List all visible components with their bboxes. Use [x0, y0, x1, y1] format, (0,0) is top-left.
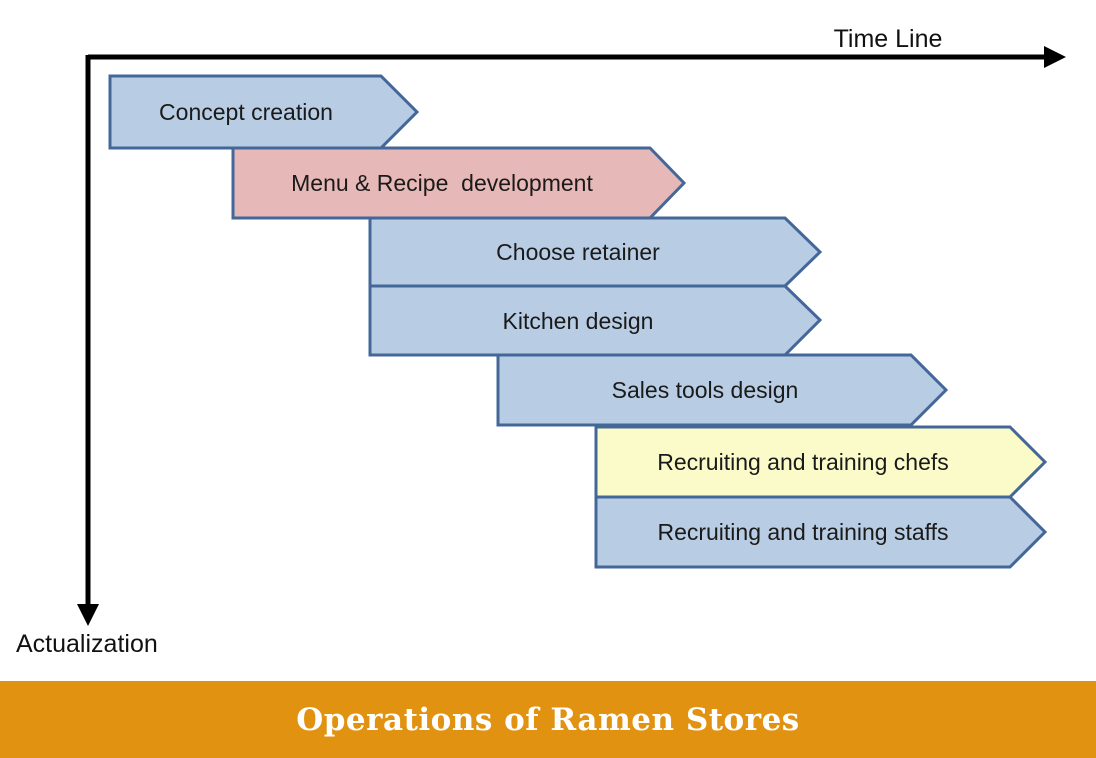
task-arrow-label: Choose retainer — [496, 239, 660, 265]
task-arrow-kitchen-design: Kitchen design — [368, 284, 823, 357]
task-arrow-shape — [231, 146, 687, 220]
task-arrow-label: Recruiting and training chefs — [657, 449, 949, 475]
task-arrow-shape — [496, 353, 949, 427]
task-arrow-label: Sales tools design — [612, 377, 799, 403]
actualization-axis-label: Actualization — [16, 630, 158, 658]
task-arrow-label: Kitchen design — [503, 308, 654, 334]
task-arrow-concept-creation: Concept creation — [108, 74, 420, 150]
task-arrow-shape — [108, 74, 420, 150]
time-axis: Time Line — [88, 25, 1066, 68]
task-arrow-label: Recruiting and training staffs — [657, 519, 948, 545]
timeline-diagram: Time Line Actualization Concept creation… — [16, 25, 1066, 658]
task-arrow-choose-retainer: Choose retainer — [368, 216, 823, 288]
task-arrow-menu-recipe-development: Menu & Recipe development — [231, 146, 687, 220]
time-axis-arrowhead-icon — [1044, 46, 1066, 68]
actualization-axis: Actualization — [16, 55, 158, 658]
task-arrow-shape — [368, 284, 823, 357]
task-arrow-recruiting-training-staffs: Recruiting and training staffs — [594, 495, 1048, 569]
slide-title: Operations of Ramen Stores — [296, 701, 800, 738]
task-arrow-shape — [594, 495, 1048, 569]
actualization-axis-arrowhead-icon — [77, 604, 99, 626]
title-banner: Operations of Ramen Stores — [0, 681, 1096, 758]
time-axis-label: Time Line — [834, 25, 943, 53]
task-arrow-shape — [594, 425, 1048, 499]
task-arrow-recruiting-training-chefs: Recruiting and training chefs — [594, 425, 1048, 499]
task-arrow-label: Concept creation — [159, 99, 333, 125]
task-arrow-shape — [368, 216, 823, 288]
task-arrow-sales-tools-design: Sales tools design — [496, 353, 949, 427]
task-arrow-label: Menu & Recipe development — [291, 170, 593, 196]
